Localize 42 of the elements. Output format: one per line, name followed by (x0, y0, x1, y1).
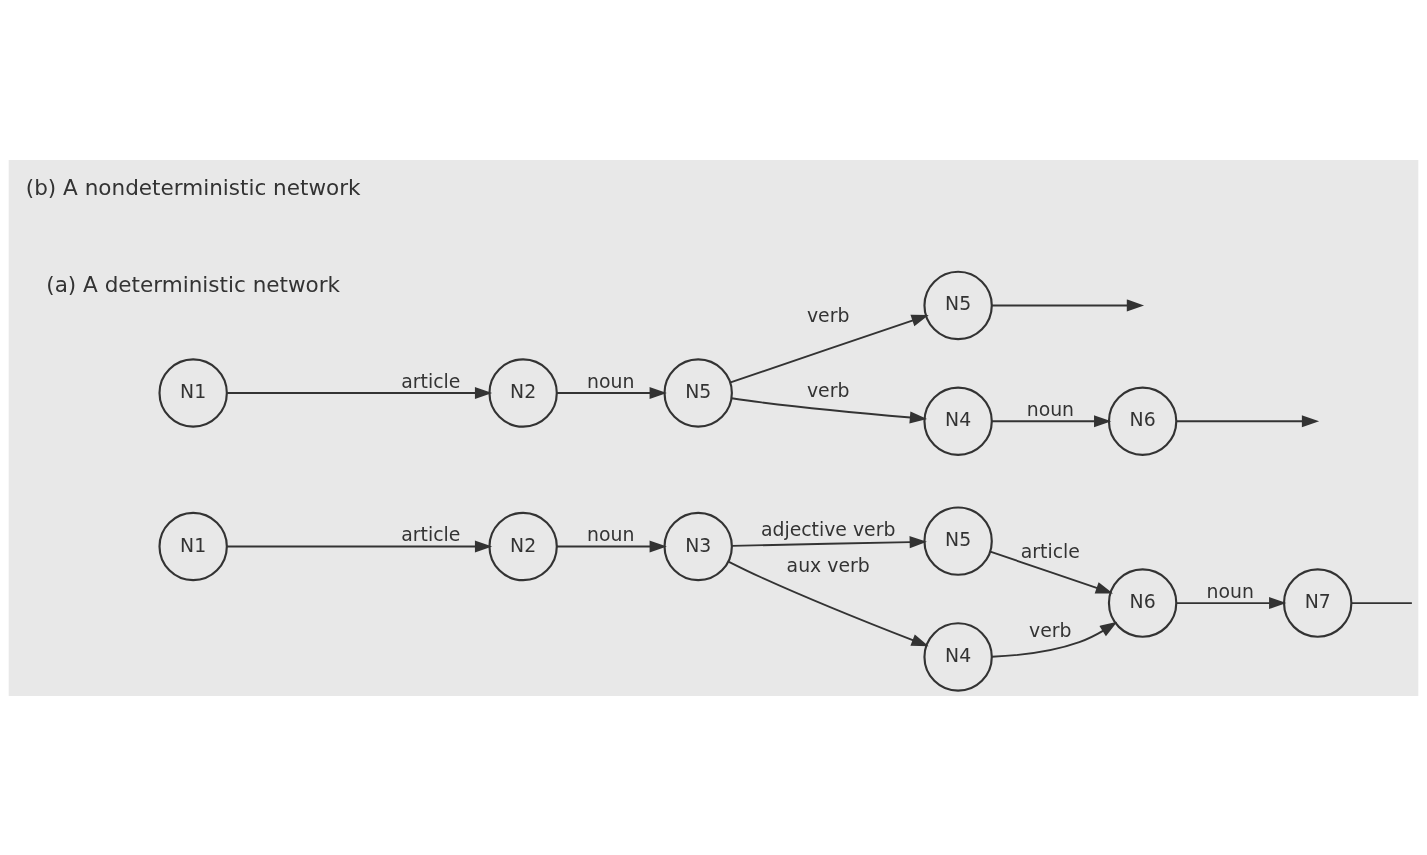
edge-label: article (1020, 540, 1080, 562)
arrow (729, 314, 929, 383)
node-circle: N2 (488, 357, 558, 428)
arrow (730, 396, 928, 423)
node-circle: N3 (663, 511, 733, 581)
edge-label: noun (586, 370, 635, 392)
node-circle: N4 (923, 621, 993, 692)
arrow (1175, 414, 1320, 427)
edge-label: aux verb (786, 554, 870, 576)
node-circle: N4 (923, 386, 993, 456)
edge-label: article (401, 370, 461, 392)
arrow (728, 560, 929, 646)
edge-label: article (401, 523, 461, 545)
edge-label: noun (1206, 580, 1254, 602)
arrow (989, 550, 1113, 594)
node-circle: N1 (158, 357, 228, 428)
label: (a) A deterministic network (46, 271, 341, 297)
edge-label: noun (1026, 398, 1075, 420)
node-circle: N5 (663, 357, 733, 428)
node-circle: N6 (1107, 567, 1178, 638)
node-circle: N5 (923, 270, 993, 340)
node-circle: N2 (488, 511, 558, 581)
label: (b) A nondeterministic network (25, 174, 361, 200)
node-circle: N1 (158, 511, 228, 581)
arrow (555, 386, 667, 399)
arrow (991, 414, 1112, 427)
arrow (226, 539, 493, 553)
arrow (1175, 596, 1287, 609)
node-circle: N5 (923, 505, 993, 576)
edge-label: noun (586, 523, 635, 545)
edge-label: verb (806, 379, 850, 401)
connector (1350, 601, 1413, 604)
arrow (555, 539, 667, 553)
edge-label: verb (1029, 619, 1072, 641)
edge-label: adjective verb (760, 518, 896, 540)
arrow (731, 535, 927, 548)
arrow (990, 621, 1118, 658)
arrow (991, 298, 1145, 311)
node-circle: N7 (1282, 567, 1353, 638)
edge-label: verb (806, 304, 850, 326)
node-circle: N6 (1107, 386, 1178, 456)
arrow (226, 386, 493, 399)
